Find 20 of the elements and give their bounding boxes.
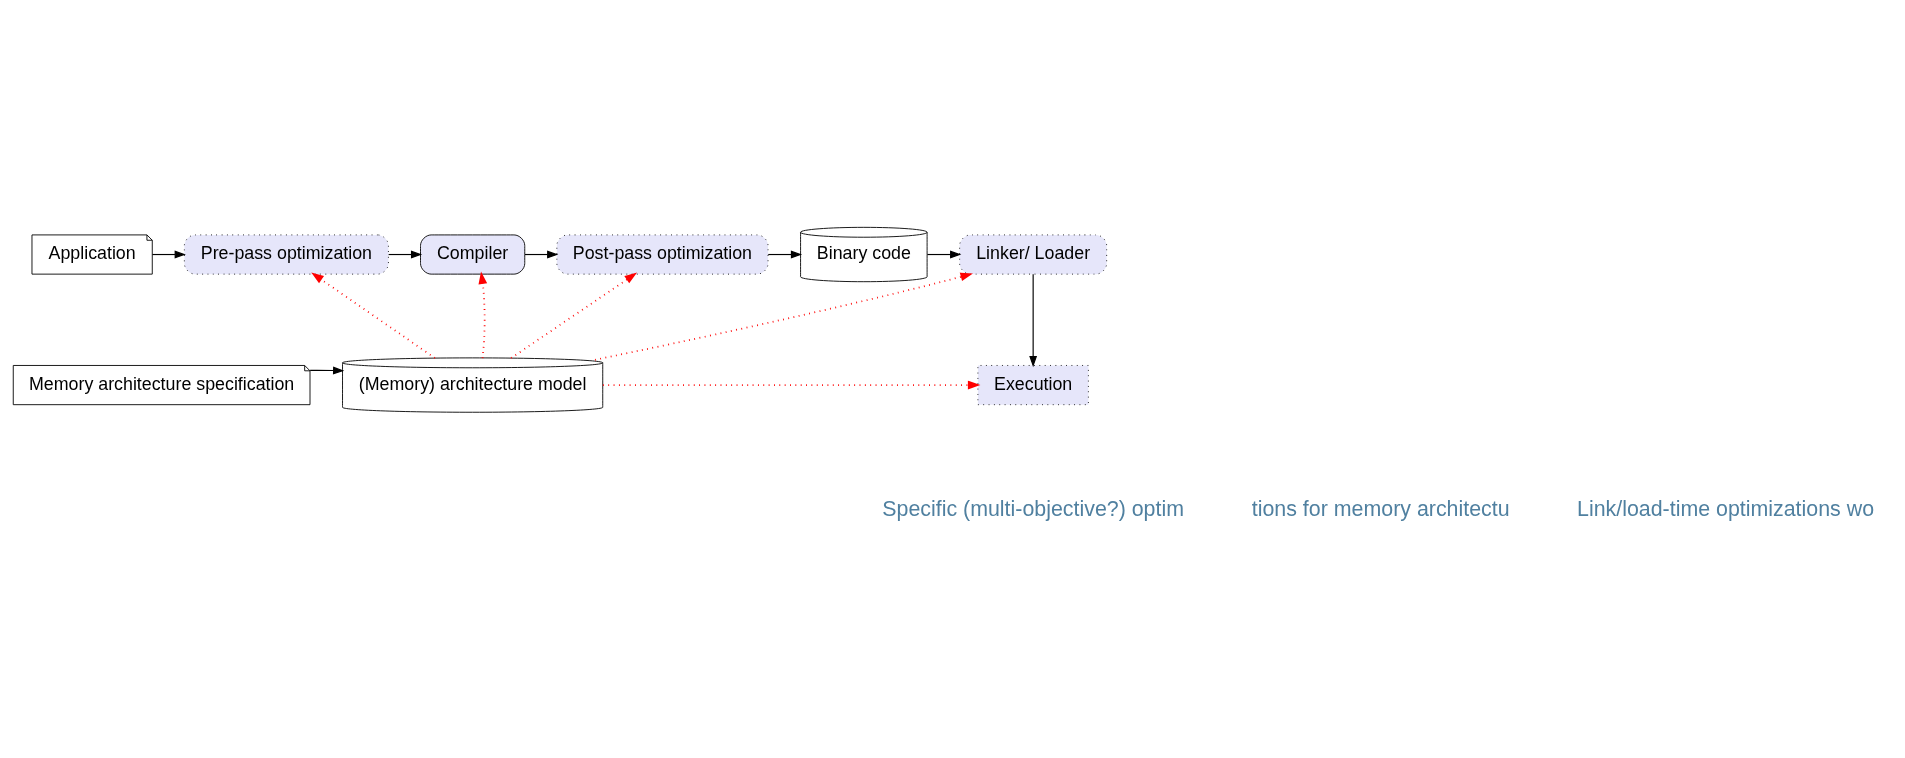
arrow (1029, 273, 1038, 367)
arrow (767, 250, 803, 258)
label: tions for memory architectu (1251, 496, 1510, 521)
node-box: Pre-pass optimization (183, 233, 389, 275)
node-box: Execution (977, 364, 1089, 405)
arrow (602, 380, 981, 389)
arrow (478, 270, 488, 359)
node-box: Post-pass optimization (556, 233, 769, 275)
label: Link/load-time optimizations wo (1577, 496, 1875, 521)
arrow (388, 250, 423, 258)
arrow (926, 250, 962, 258)
label: Specific (multi-objective?) optim (882, 496, 1185, 521)
arrow (311, 272, 436, 359)
arrow (510, 272, 638, 359)
arrow (524, 250, 559, 258)
node-box: Compiler (420, 233, 526, 275)
node-box: Linker/ Loader (959, 233, 1108, 275)
arrow (594, 272, 973, 361)
arrow (151, 250, 186, 258)
arrow (309, 366, 345, 374)
